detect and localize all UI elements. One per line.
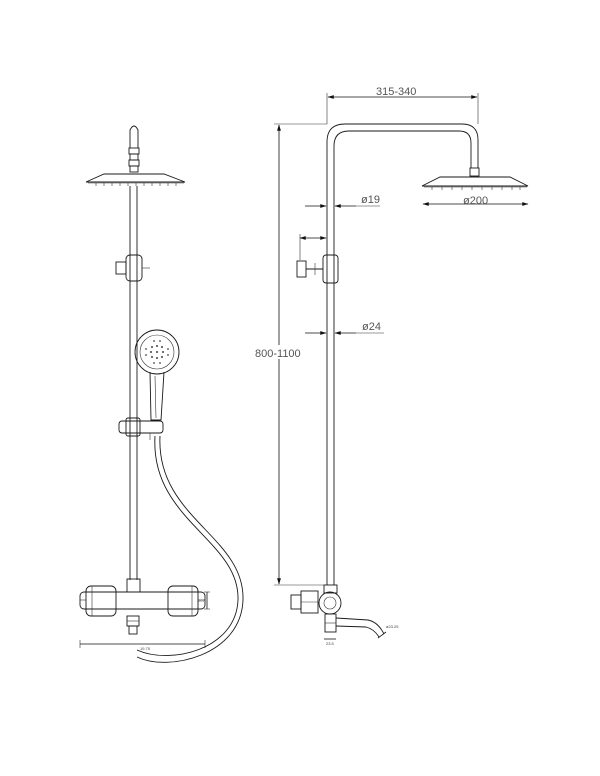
side-diverter (296, 254, 339, 284)
front-hose (136, 435, 244, 663)
dim-arm-reach: 315-340 (326, 86, 479, 124)
side-rain-head (421, 176, 529, 190)
side-view: ø23.25 23.5 315-340 ø19 ø200 (254, 86, 529, 646)
dim-total-height: 800-1100 (254, 123, 327, 586)
dim-head: ø200 (422, 195, 529, 207)
front-view: 207 19.75 (79, 125, 244, 663)
dim-pipe-lower: ø24 (305, 321, 384, 335)
small-body-width-label: 19.75 (140, 646, 151, 651)
arm-reach-label: 315-340 (376, 86, 416, 98)
side-riser-arm (326, 123, 480, 585)
front-rain-head (85, 173, 186, 186)
front-thermostatic-mixer: 207 19.75 (79, 578, 210, 651)
pipe-upper-label: ø19 (361, 194, 380, 206)
front-riser-pipe (129, 186, 138, 580)
front-top-connector (128, 125, 140, 173)
front-hand-shower (134, 329, 180, 421)
pipe-lower-label: ø24 (362, 321, 381, 333)
dim-pipe-upper: ø19 (305, 194, 380, 208)
front-slide-bracket (118, 417, 164, 440)
small-spout-label: ø23.25 (386, 624, 399, 629)
front-diverter-knob (115, 254, 150, 282)
small-spout-width-label: 23.5 (326, 641, 335, 646)
head-diameter-label: ø200 (463, 195, 488, 207)
side-mixer: ø23.25 23.5 (290, 584, 399, 646)
total-height-label: 800-1100 (255, 348, 301, 360)
dim-diverter-offset (299, 234, 327, 260)
small-body-height-label: 207 (198, 598, 205, 603)
